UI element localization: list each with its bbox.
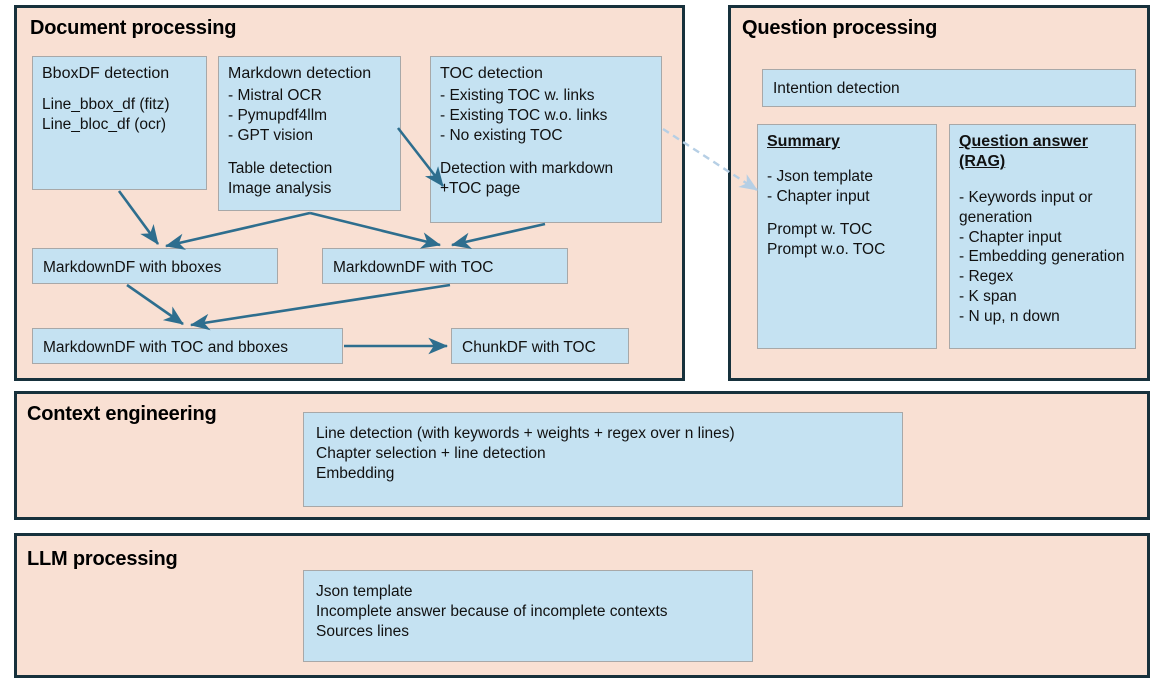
rag-line-2: - Chapter input [959,228,1062,246]
spacer [767,154,927,167]
markdowndf-toc-bboxes-label: MarkdownDF with TOC and bboxes [43,339,288,356]
toc-line-4: Detection with markdown +TOC page [440,159,614,197]
rag-line-5: - K span [959,288,1017,306]
box-llm-details[interactable]: Json template Incomplete answer because … [303,570,753,662]
box-bboxdf-detection[interactable]: BboxDF detection Line_bbox_df (fitz) Lin… [32,56,207,190]
rag-line-6: - N up, n down [959,307,1060,325]
bboxdf-line-2: Line_bloc_df (ocr) [42,116,167,134]
rag-line-3: - Embedding generation [959,248,1125,266]
markdown-line-3: - GPT vision [228,127,313,145]
box-toc-detection[interactable]: TOC detection - Existing TOC w. links - … [430,56,662,223]
llm-line-1: Json template [316,583,413,600]
box-markdown-detection[interactable]: Markdown detection - Mistral OCR - Pymup… [218,56,401,211]
toc-line-2: - Existing TOC w.o. links [440,107,608,125]
markdown-line-1: - Mistral OCR [228,87,322,105]
bboxdf-line-1: Line_bbox_df (fitz) [42,96,170,114]
panel-title-context-engineering: Context engineering [27,403,217,425]
markdowndf-bboxes-label: MarkdownDF with bboxes [43,259,222,276]
markdowndf-toc-label: MarkdownDF with TOC [333,259,494,276]
panel-title-document-processing: Document processing [30,17,237,39]
panel-title-question-processing: Question processing [742,17,938,39]
llm-line-3: Sources lines [316,622,410,640]
spacer [440,146,652,159]
context-line-3: Embedding [316,464,395,482]
toc-line-1: - Existing TOC w. links [440,87,595,105]
spacer [767,207,927,220]
context-line-1: Line detection (with keywords + weights … [316,425,735,442]
summary-line-2: - Chapter input [767,188,870,206]
box-markdowndf-with-toc[interactable]: MarkdownDF with TOC [322,248,568,284]
markdown-line-5: Image analysis [228,179,332,197]
llm-line-2: Incomplete answer because of incomplete … [316,602,668,620]
rag-line-1: - Keywords input or generation [959,188,1093,226]
summary-line-4: Prompt w.o. TOC [767,240,886,258]
toc-heading: TOC detection [440,65,543,82]
summary-line-1: - Json template [767,168,873,186]
box-question-answer-rag[interactable]: Question answer (RAG) - Keywords input o… [949,124,1136,349]
rag-line-4: - Regex [959,268,1014,286]
summary-line-3: Prompt w. TOC [767,221,873,239]
spacer [959,175,1126,188]
chunkdf-toc-label: ChunkDF with TOC [462,339,596,356]
context-line-2: Chapter selection + line detection [316,444,546,462]
panel-title-llm-processing: LLM processing [27,548,178,570]
box-chunkdf-with-toc[interactable]: ChunkDF with TOC [451,328,629,364]
box-intention-detection[interactable]: Intention detection [762,69,1136,107]
box-markdowndf-with-toc-and-bboxes[interactable]: MarkdownDF with TOC and bboxes [32,328,343,364]
intention-detection-label: Intention detection [773,80,900,97]
markdown-heading: Markdown detection [228,65,372,82]
box-context-details[interactable]: Line detection (with keywords + weights … [303,412,903,507]
box-summary[interactable]: Summary - Json template - Chapter input … [757,124,937,349]
question-answer-heading: Question answer (RAG) [959,133,1088,171]
box-markdowndf-with-bboxes[interactable]: MarkdownDF with bboxes [32,248,278,284]
bboxdf-heading: BboxDF detection [42,65,170,82]
markdown-line-4: Table detection [228,159,333,177]
summary-heading: Summary [767,133,840,150]
markdown-line-2: - Pymupdf4llm [228,107,328,125]
toc-line-3: - No existing TOC [440,127,563,145]
spacer [228,146,391,159]
spacer [42,86,197,95]
